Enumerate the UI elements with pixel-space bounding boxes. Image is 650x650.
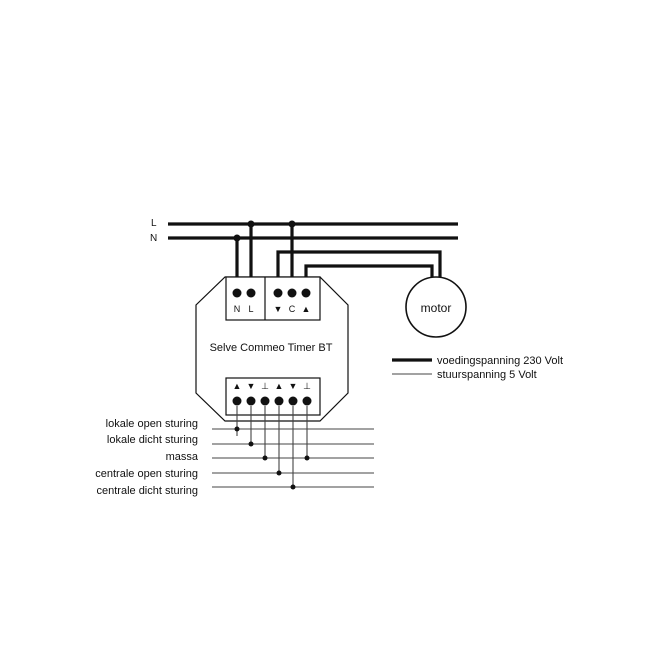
control-line-label-5: centrale dicht sturing <box>97 485 199 497</box>
wire-motor-down <box>276 250 442 290</box>
motor-label: motor <box>421 301 452 315</box>
terminal-label-C: C <box>289 304 296 314</box>
control-screw-6 <box>302 396 312 406</box>
control-screw-2 <box>246 396 256 406</box>
junction-dot <box>233 234 241 242</box>
control-label-4: ▲ <box>275 381 284 391</box>
control-screw-1 <box>232 396 242 406</box>
junction-dot <box>290 484 296 490</box>
terminal-screw-up <box>301 288 311 298</box>
junction-dot <box>247 220 255 228</box>
terminal-screw-N <box>232 288 242 298</box>
terminal-screw-C <box>287 288 297 298</box>
control-screw-5 <box>288 396 298 406</box>
control-screw-3 <box>260 396 270 406</box>
control-line-label-1: lokale open sturing <box>106 418 198 430</box>
terminal-block-bottom <box>225 377 321 416</box>
control-line-label-3: massa <box>166 451 199 463</box>
control-label-2: ▼ <box>247 381 256 391</box>
control-label-5: ▼ <box>289 381 298 391</box>
terminal-screw-down <box>273 288 283 298</box>
junction-dot <box>276 470 282 476</box>
terminal-block-top <box>225 276 321 321</box>
control-label-3: ⊥ <box>261 381 269 391</box>
legend-thick-label: voedingspanning 230 Volt <box>437 355 563 367</box>
terminal-label-L: L <box>248 304 253 314</box>
junction-dot <box>304 455 310 461</box>
control-line-label-4: centrale open sturing <box>95 468 198 480</box>
control-label-6: ⊥ <box>303 381 311 391</box>
control-label-1: ▲ <box>233 381 242 391</box>
motor-symbol <box>405 276 467 338</box>
terminal-screw-L <box>246 288 256 298</box>
control-line-label-2: lokale dicht sturing <box>107 434 198 446</box>
legend-thin-label: stuurspanning 5 Volt <box>437 369 537 381</box>
device-name: Selve Commeo Timer BT <box>210 342 333 354</box>
mains-label-N: N <box>150 233 157 244</box>
mains-label-L: L <box>151 218 157 229</box>
terminal-label-N: N <box>234 304 241 314</box>
terminal-label-down: ▼ <box>274 304 283 314</box>
junction-dot <box>262 455 268 461</box>
control-screw-4 <box>274 396 284 406</box>
junction-dot <box>234 426 240 432</box>
junction-dot <box>248 441 254 447</box>
junction-dot <box>288 220 296 228</box>
terminal-label-up: ▲ <box>302 304 311 314</box>
